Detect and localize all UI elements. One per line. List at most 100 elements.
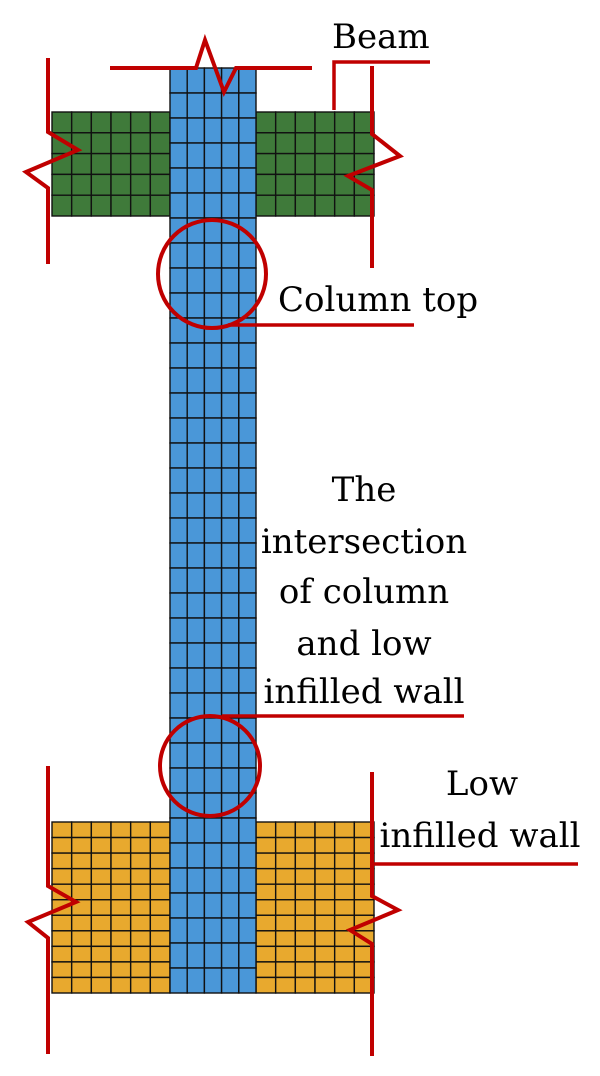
beam-mesh-cell xyxy=(110,132,132,155)
beam-mesh-cell xyxy=(129,173,152,196)
column-mesh-cell xyxy=(220,592,240,619)
wall-mesh-cell xyxy=(314,821,336,839)
column-mesh-cell xyxy=(203,117,223,144)
beam-mesh-cell xyxy=(110,194,132,217)
beam-mesh-cell xyxy=(90,111,112,134)
column-mesh-cell xyxy=(186,642,206,669)
beam-mesh-cell xyxy=(149,132,171,155)
wall-mesh-cell xyxy=(70,867,93,885)
beam-mesh-cell xyxy=(333,194,356,217)
wall-mesh-cell xyxy=(255,852,277,870)
wall-mesh-cell xyxy=(90,914,112,932)
column-mesh-cell xyxy=(203,967,223,994)
column-mesh-cell xyxy=(203,92,223,119)
wall-mesh-cell xyxy=(294,821,316,839)
beam-mesh-cell xyxy=(274,194,297,217)
wall-mesh-cell xyxy=(294,899,316,916)
wall-right-break-line xyxy=(345,772,403,1056)
wall-mesh-cell xyxy=(333,821,356,839)
wall-mesh-cell xyxy=(149,836,171,854)
column-mesh-cell xyxy=(186,817,206,844)
column-mesh-cell xyxy=(238,867,257,894)
wall-mesh-cell xyxy=(255,945,277,963)
column-mesh-cell xyxy=(220,917,240,944)
column-mesh-cell xyxy=(169,367,188,394)
column-mesh-cell xyxy=(169,492,188,519)
column-mesh-cell xyxy=(186,567,206,594)
beam-leader-line xyxy=(332,60,430,110)
wall-mesh-cell xyxy=(314,945,336,963)
column-mesh-cell xyxy=(186,242,206,269)
wall-mesh-cell xyxy=(255,976,277,994)
beam-mesh-cell xyxy=(274,152,297,176)
column-mesh-cell xyxy=(186,767,206,794)
column-mesh-cell xyxy=(238,442,257,469)
wall-mesh-cell xyxy=(129,914,152,932)
wall-mesh-cell xyxy=(51,852,73,870)
column-mesh-cell xyxy=(238,542,257,569)
column-mesh-cell xyxy=(169,192,188,219)
wall-mesh-cell xyxy=(314,899,336,916)
wall-mesh-cell xyxy=(294,930,316,948)
column-mesh-cell xyxy=(238,242,257,269)
column-mesh-cell xyxy=(203,517,223,544)
column-mesh-cell xyxy=(203,317,223,344)
column-mesh-cell xyxy=(186,592,206,619)
wall-mesh-cell xyxy=(274,976,297,994)
column-mesh-cell xyxy=(203,667,223,694)
low-infilled-wall-label-line-1: Low xyxy=(446,764,518,804)
intersection-label-line-1: The xyxy=(332,470,397,510)
column-mesh-cell xyxy=(186,192,206,219)
column-mesh-cell xyxy=(220,817,240,844)
intersection-label-line-2: intersection xyxy=(261,522,467,562)
wall-mesh-cell xyxy=(274,821,297,839)
beam-mesh-cell xyxy=(129,132,152,155)
beam-mesh-cell xyxy=(129,194,152,217)
wall-mesh-cell xyxy=(70,883,93,901)
column-mesh-cell xyxy=(169,567,188,594)
wall-mesh-cell xyxy=(294,914,316,932)
wall-mesh-cell xyxy=(110,836,132,854)
column-mesh-cell xyxy=(203,892,223,919)
column-mesh-cell xyxy=(238,817,257,844)
column-mesh-cell xyxy=(238,517,257,544)
wall-mesh-cell xyxy=(255,930,277,948)
column-mesh-cell xyxy=(203,817,223,844)
beam-mesh-cell xyxy=(314,194,336,217)
column-mesh-cell xyxy=(238,667,257,694)
column-mesh-cell xyxy=(203,592,223,619)
column-mesh-cell xyxy=(203,192,223,219)
wall-mesh-cell xyxy=(333,945,356,963)
column-mesh-cell xyxy=(220,467,240,494)
intersection-label-line-3: of column xyxy=(279,572,449,612)
column-mesh-cell xyxy=(220,517,240,544)
column-mesh-cell xyxy=(186,92,206,119)
column-mesh-cell xyxy=(203,942,223,969)
column-mesh-cell xyxy=(238,492,257,519)
column-mesh-cell xyxy=(203,417,223,444)
wall-mesh-cell xyxy=(51,961,73,979)
wall-mesh-cell xyxy=(90,852,112,870)
wall-mesh-cell xyxy=(51,914,73,932)
wall-mesh-cell xyxy=(110,961,132,979)
column-mesh-cell xyxy=(186,167,206,194)
column-mesh-cell xyxy=(203,842,223,869)
wall-mesh-cell xyxy=(70,852,93,870)
wall-mesh-cell xyxy=(90,867,112,885)
wall-mesh-cell xyxy=(51,976,73,994)
wall-mesh-cell xyxy=(274,852,297,870)
column-mesh-cell xyxy=(220,167,240,194)
column-mesh-cell xyxy=(186,292,206,319)
column-mesh-cell xyxy=(220,892,240,919)
column-mesh-cell xyxy=(169,167,188,194)
beam-mesh-cell xyxy=(294,152,316,176)
wall-mesh-cell xyxy=(149,821,171,839)
beam-mesh-cell xyxy=(294,194,316,217)
beam-mesh-cell xyxy=(353,132,375,155)
column-mesh-cell xyxy=(169,542,188,569)
beam-mesh-cell xyxy=(90,173,112,196)
column-mesh-cell xyxy=(169,442,188,469)
column-mesh-cell xyxy=(220,367,240,394)
column-mesh-cell xyxy=(169,892,188,919)
